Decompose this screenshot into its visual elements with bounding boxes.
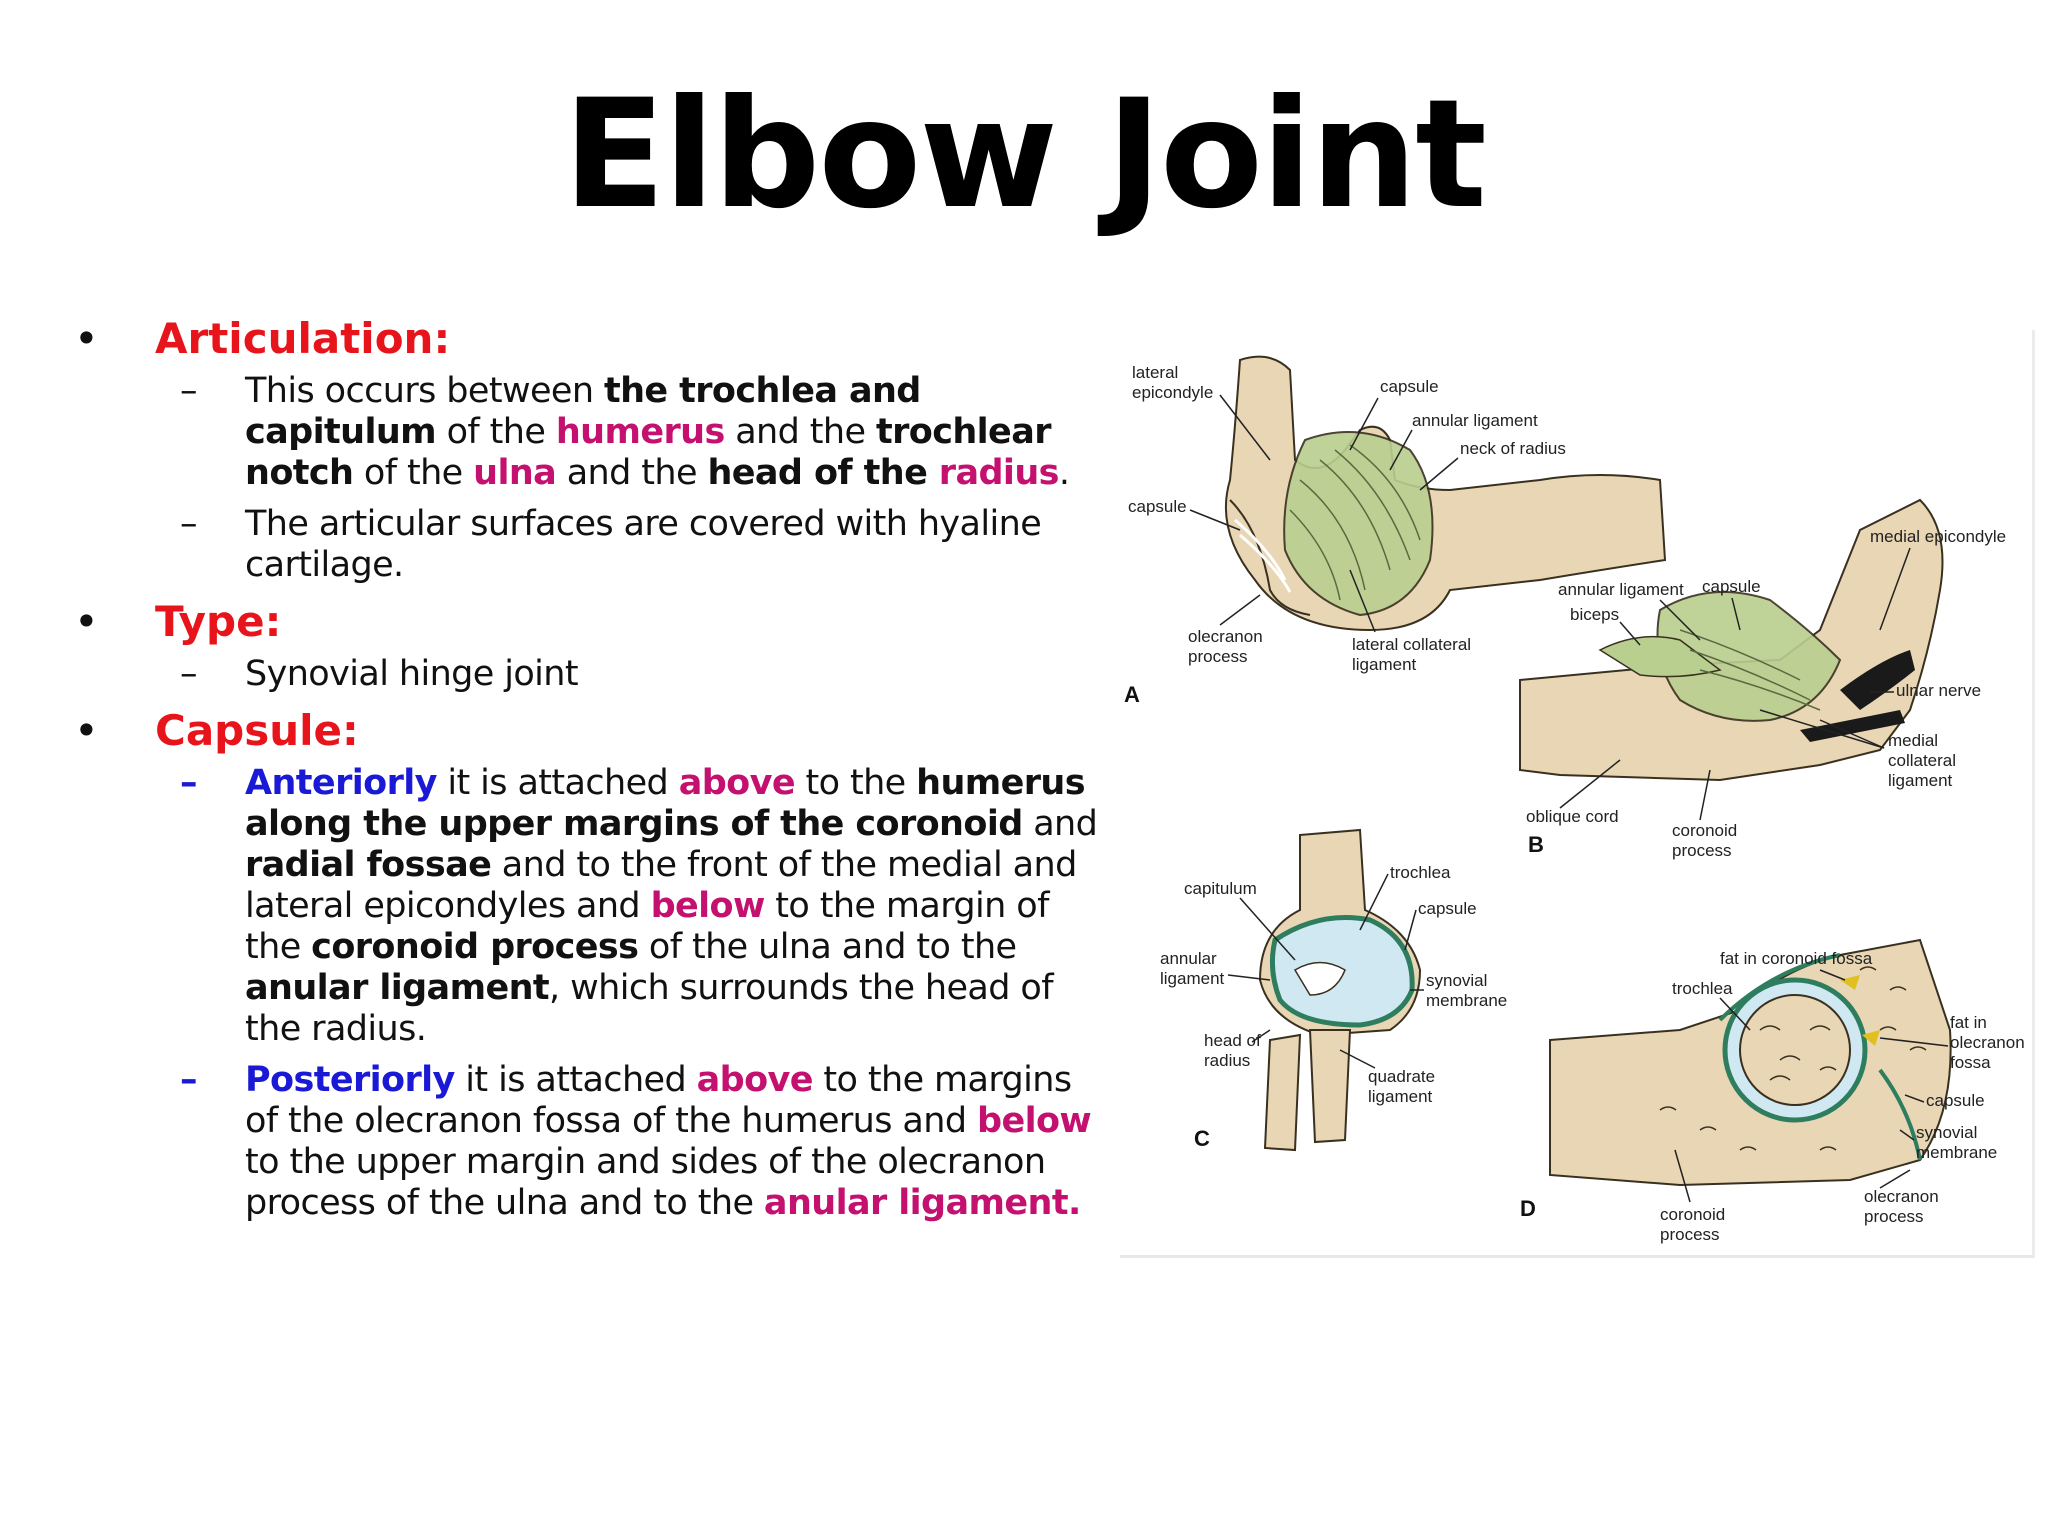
label-c-head-radius-2: radius [1204,1051,1250,1070]
label-d-fat-olecranon-3: fossa [1950,1053,1991,1072]
label-a-lateral-epicondyle-1: lateral [1132,363,1178,382]
label-a-capsule-top: capsule [1380,377,1439,396]
label-c-synovial-1: synovial [1426,971,1487,990]
elbow-anatomy-figure: lateral epicondyle capsule annular ligam… [1120,330,2035,1258]
type-heading: • Type: [74,597,282,646]
bullet-icon: • [74,597,99,646]
label-c-quadrate-1: quadrate [1368,1067,1435,1086]
label-b-annular-ligament: annular ligament [1558,580,1684,599]
bullet-icon: • [74,314,99,363]
label-c-annular-2: ligament [1160,969,1225,988]
label-d-fat-olecranon-2: olecranon [1950,1033,2025,1052]
panel-label-a: A [1124,682,1140,707]
label-b-medial-collateral-1: medial [1888,731,1938,750]
label-c-capsule: capsule [1418,899,1477,918]
label-d-synovial-1: synovial [1916,1123,1977,1142]
articulation-heading: • Articulation: [74,314,451,363]
label-a-lateral-epicondyle-2: epicondyle [1132,383,1213,402]
panel-label-c: C [1194,1126,1210,1151]
bullet-icon: • [74,706,99,755]
label-d-capsule: capsule [1926,1091,1985,1110]
type-item-1: – Synovial hinge joint [180,654,579,694]
label-d-fat-olecranon-1: fat in [1950,1013,1987,1032]
label-a-olecranon-1: olecranon [1188,627,1263,646]
label-a-lateral-collateral-1: lateral collateral [1352,635,1471,654]
panel-label-d: D [1520,1196,1536,1221]
articulation-item-2: – The articular surfaces are covered wit… [180,504,1042,585]
label-d-coronoid-2: process [1660,1225,1720,1244]
label-d-coronoid-1: coronoid [1660,1205,1725,1224]
dash-icon: – [180,654,198,694]
capsule-posterior-item: – Posteriorly it is attached above to th… [180,1060,1092,1223]
capsule-heading: • Capsule: [74,706,359,755]
articulation-item-1: – This occurs between the trochlea and c… [180,371,1070,493]
label-b-medial-collateral-2: collateral [1888,751,1956,770]
label-d-fat-coronoid: fat in coronoid fossa [1720,949,1873,968]
label-b-biceps: biceps [1570,605,1619,624]
label-c-capitulum: capitulum [1184,879,1257,898]
label-c-annular-1: annular [1160,949,1217,968]
label-b-ulnar-nerve: ulnar nerve [1896,681,1981,700]
label-b-medial-epicondyle: medial epicondyle [1870,527,2006,546]
label-b-oblique-cord: oblique cord [1526,807,1619,826]
label-b-capsule: capsule [1702,577,1761,596]
panel-c-drawing [1258,828,1422,1152]
elbow-anatomy-illustration: lateral epicondyle capsule annular ligam… [1124,355,2025,1244]
panel-label-b: B [1528,832,1544,857]
capsule-anterior-item: – Anteriorly it is attached above to the… [180,763,1098,1049]
dash-icon: – [180,504,198,544]
label-c-head-radius-1: head of [1204,1031,1261,1050]
label-a-capsule-left: capsule [1128,497,1187,516]
dash-icon: – [180,763,198,803]
slide-content: • Articulation: – This occurs between th… [70,305,1110,1234]
label-d-olecranon-1: olecranon [1864,1187,1939,1206]
panel-b-drawing [1519,498,1944,782]
label-c-synovial-2: membrane [1426,991,1507,1010]
dash-icon: – [180,371,198,411]
panel-d-drawing [1549,938,1952,1187]
label-a-annular-ligament: annular ligament [1412,411,1538,430]
label-b-coronoid-1: coronoid [1672,821,1737,840]
label-d-trochlea: trochlea [1672,979,1733,998]
label-b-coronoid-2: process [1672,841,1732,860]
label-a-lateral-collateral-2: ligament [1352,655,1417,674]
label-a-neck-of-radius: neck of radius [1460,439,1566,458]
panel-a-drawing [1224,355,1667,632]
dash-icon: – [180,1060,198,1100]
label-d-olecranon-2: process [1864,1207,1924,1226]
slide-title: Elbow Joint [563,68,1487,242]
label-c-quadrate-2: ligament [1368,1087,1433,1106]
label-a-olecranon-2: process [1188,647,1248,666]
label-d-synovial-2: membrane [1916,1143,1997,1162]
label-b-medial-collateral-3: ligament [1888,771,1953,790]
label-c-trochlea: trochlea [1390,863,1451,882]
